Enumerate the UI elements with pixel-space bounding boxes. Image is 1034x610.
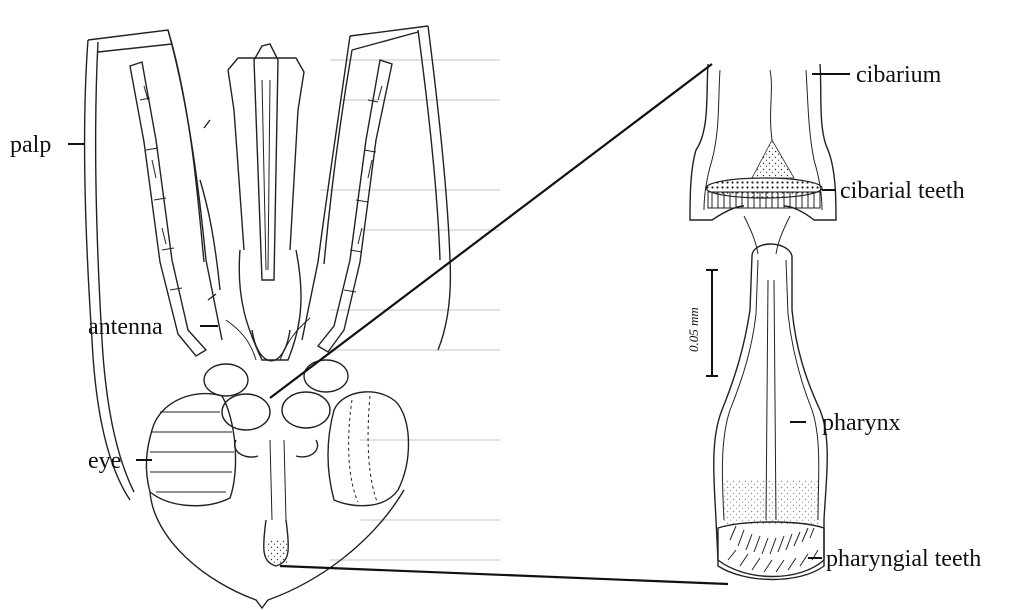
- label-cibarial-teeth: cibarial teeth: [840, 178, 965, 204]
- label-eye: eye: [88, 448, 121, 474]
- head-capsule: [150, 440, 404, 608]
- proboscis: [226, 44, 310, 361]
- label-pharynx: pharynx: [822, 410, 901, 436]
- pharynx-body: [714, 244, 828, 577]
- right-antenna: [318, 60, 392, 352]
- left-palp: [85, 30, 222, 500]
- left-antenna: [130, 62, 206, 356]
- scale-bar-label: 0.05 mm: [686, 307, 701, 352]
- label-antenna: antenna: [88, 314, 163, 340]
- zoom-lines: [270, 64, 728, 584]
- label-cibarium: cibarium: [856, 62, 942, 88]
- label-palp: palp: [10, 132, 51, 158]
- scale-bar: 0.05 mm: [686, 270, 718, 376]
- antennal-sockets: [204, 360, 348, 457]
- right-compound-eye: [328, 392, 409, 506]
- background-ghost-text: [320, 60, 500, 560]
- pharyngial-teeth: [718, 522, 824, 580]
- right-palp: [302, 26, 450, 350]
- cibarial-teeth-band: [706, 178, 822, 208]
- label-pharyngial-teeth: pharyngial teeth: [826, 546, 981, 572]
